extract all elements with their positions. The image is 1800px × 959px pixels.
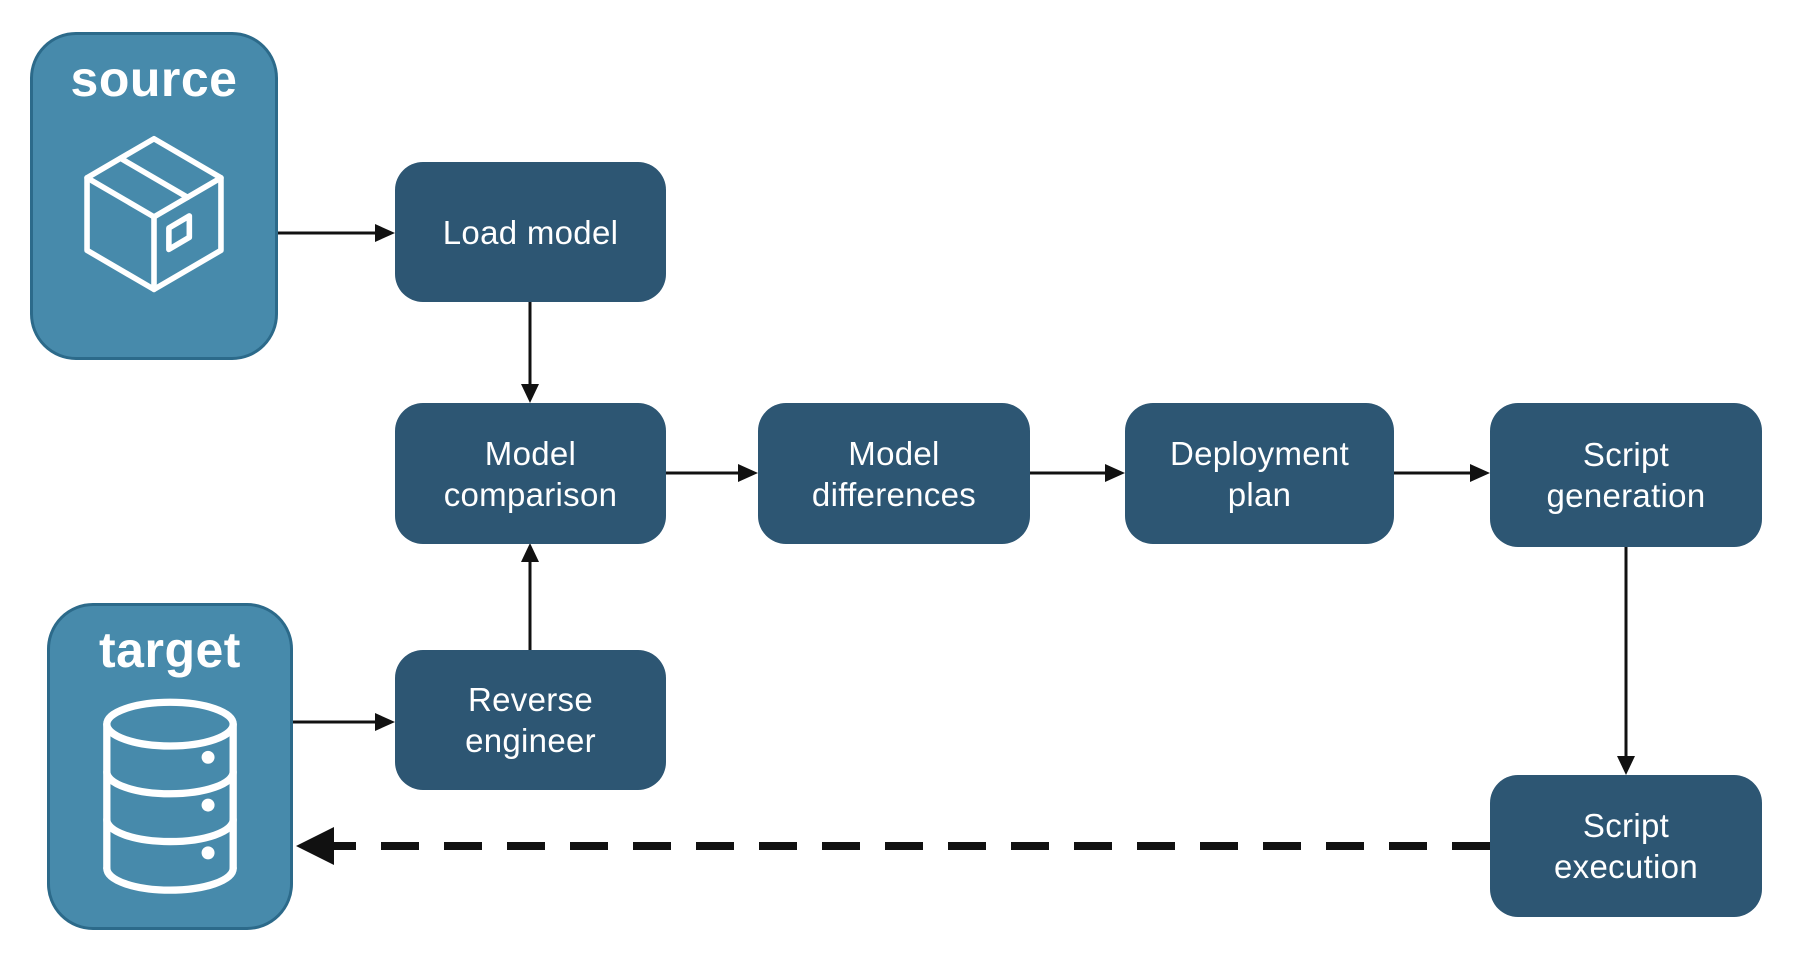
node-script-execution: Script execution	[1490, 775, 1762, 917]
edge-reverse-engineer-to-model-comparison	[521, 543, 539, 650]
edge-load-model-to-model-comparison	[521, 302, 539, 403]
node-label: execution	[1554, 848, 1698, 885]
node-label: engineer	[465, 722, 596, 759]
source-label: source	[70, 51, 238, 107]
package-icon	[84, 135, 224, 293]
node-target: target	[47, 603, 293, 930]
node-load-model: Load model	[395, 162, 666, 302]
edge-source-to-load-model	[278, 224, 395, 242]
node-label: differences	[811, 475, 977, 513]
target-label: target	[99, 622, 241, 678]
node-label: Model	[848, 434, 940, 472]
node-deployment-plan: Deployment plan	[1125, 403, 1394, 544]
node-label: comparison	[443, 475, 618, 513]
edge-script-generation-to-script-execution	[1617, 547, 1635, 775]
node-label: Deployment	[1169, 434, 1350, 472]
node-label: Reverse	[468, 681, 593, 718]
node-model-differences: Model differences	[758, 403, 1030, 544]
edge-deployment-plan-to-script-generation	[1394, 464, 1490, 482]
edge-target-to-reverse-engineer	[293, 713, 395, 731]
node-label: Model	[484, 434, 577, 472]
edge-model-comparison-to-model-differences	[666, 464, 758, 482]
node-model-comparison: Model comparison	[395, 403, 666, 544]
node-label: Script	[1582, 807, 1670, 844]
node-label: Script	[1582, 436, 1670, 473]
node-label: plan	[1227, 475, 1292, 513]
edge-model-differences-to-deployment-plan	[1030, 464, 1125, 482]
node-label: Load model	[442, 213, 619, 251]
node-reverse-engineer: Reverse engineer	[395, 650, 666, 790]
edge-script-execution-to-target-dashed	[296, 827, 1490, 865]
node-script-generation: Script generation	[1490, 403, 1762, 547]
node-source: source	[30, 32, 278, 360]
database-icon	[103, 698, 237, 894]
node-label: generation	[1546, 477, 1706, 514]
